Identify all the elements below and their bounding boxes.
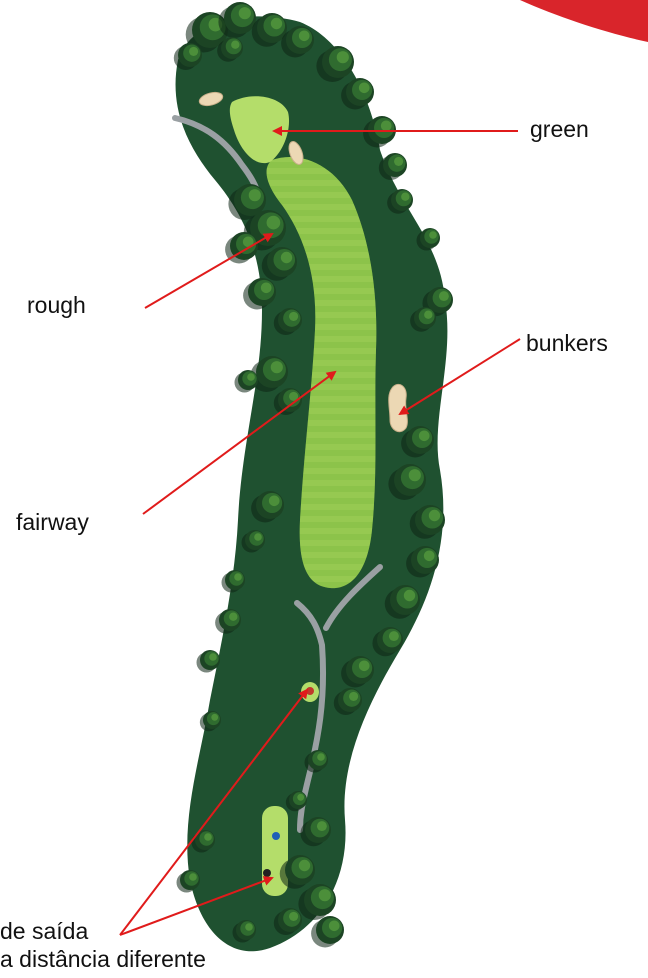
label-tee-line2: a distância diferente xyxy=(0,946,206,973)
tree xyxy=(311,916,344,948)
bunker-fairway xyxy=(389,384,408,431)
label-tee-line1: de saída xyxy=(0,918,88,945)
label-green: green xyxy=(530,116,589,143)
tree xyxy=(379,153,407,180)
tee-marker-black xyxy=(263,869,271,877)
corner-accent xyxy=(520,0,648,42)
tree xyxy=(235,370,259,393)
label-fairway: fairway xyxy=(16,509,89,536)
tee-marker-blue xyxy=(272,832,280,840)
label-rough: rough xyxy=(27,292,86,319)
label-bunkers: bunkers xyxy=(526,330,608,357)
